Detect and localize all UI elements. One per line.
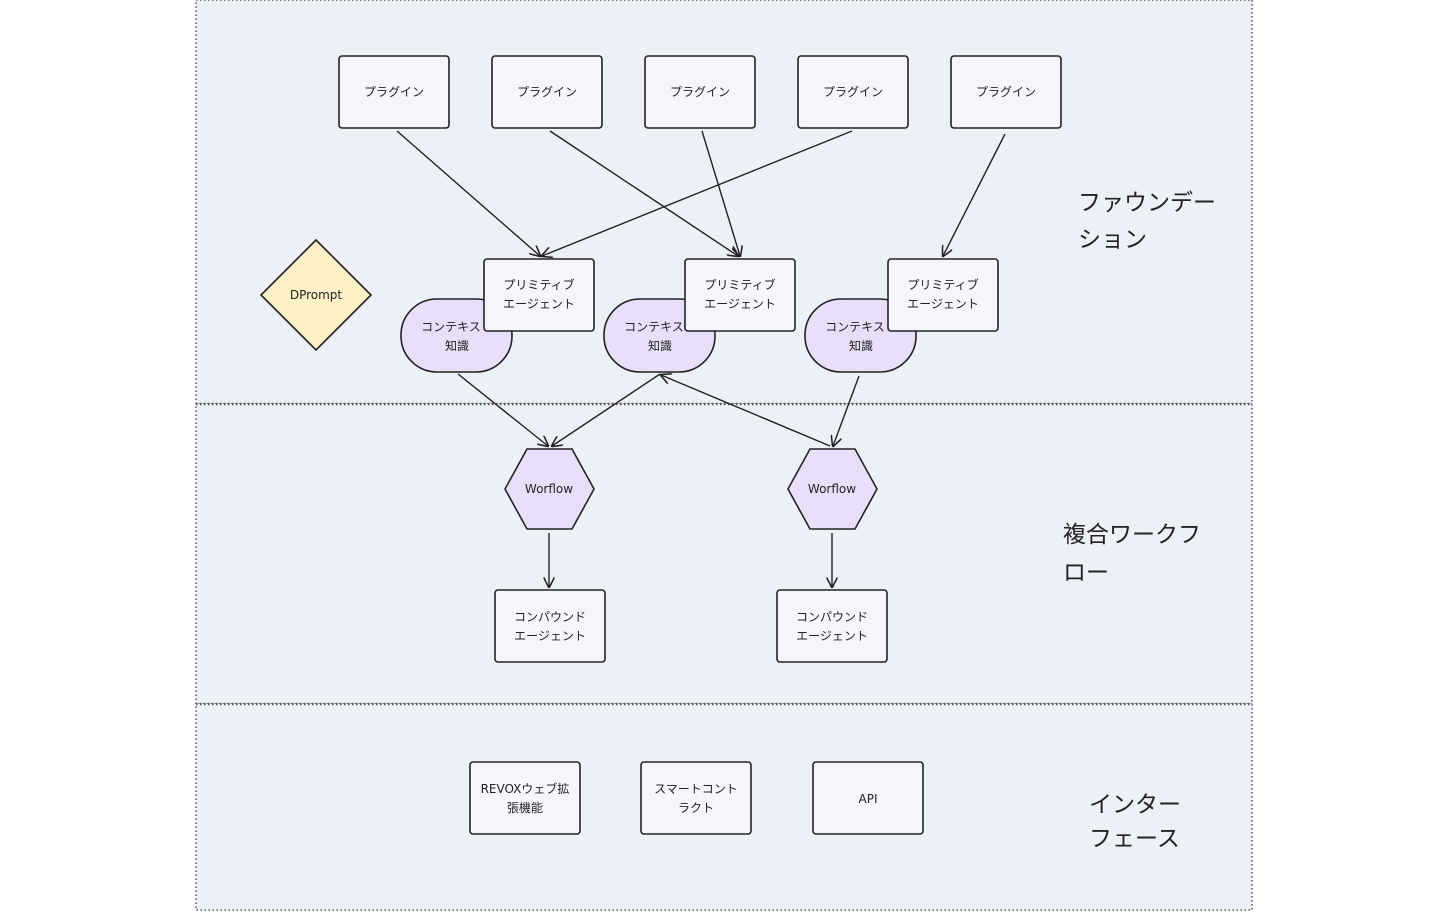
primitive-agent-label-line2: エージェント: [907, 297, 979, 311]
plugin-3: プラグイン: [644, 55, 756, 129]
context-label-line1: コンテキス: [421, 320, 481, 334]
dprompt-shape: [259, 238, 373, 352]
dprompt-diamond: DPrompt: [259, 238, 373, 352]
plugin-box: [797, 55, 909, 129]
plugin-box: [338, 55, 450, 129]
compound-agent-box: [494, 589, 606, 663]
compound-agent-1: コンパウンド エージェント: [494, 589, 606, 663]
dprompt-label: DPrompt: [290, 288, 343, 302]
primitive-agent-1: プリミティブ エージェント: [483, 258, 595, 332]
context-label-line1: コンテキス: [825, 320, 885, 334]
interface-label-line2: 張機能: [507, 800, 543, 815]
edge-context1-workflow1: [457, 373, 548, 446]
compound-agents: コンパウンド エージェント コンパウンド エージェント: [494, 589, 888, 663]
edge-plugin3-primitive2: [701, 130, 740, 256]
interface-box: [812, 761, 924, 835]
interface-label-line2: ラクト: [678, 801, 714, 815]
interface-label: API: [859, 792, 878, 806]
primitive-agent-label-line1: プリミティブ: [704, 277, 775, 292]
interface-box: [640, 761, 752, 835]
workflows: Worflow Worflow: [504, 448, 878, 530]
edge-plugin1-primitive1: [396, 130, 540, 256]
workflow-2: Worflow: [787, 448, 878, 530]
plugin-label: プラグイン: [670, 85, 730, 99]
context-knowledge-nodes: コンテキス 知識 コンテキス 知識 コンテキス 知識: [400, 298, 917, 373]
primitive-agent-2: プリミティブ エージェント: [684, 258, 796, 332]
interface-label-line1: スマートコント: [654, 782, 738, 796]
plugin-box: [950, 55, 1062, 129]
compound-agent-2: コンパウンド エージェント: [776, 589, 888, 663]
primitive-agent-label-line1: プリミティブ: [907, 277, 978, 292]
primitive-agent-label-line2: エージェント: [503, 297, 575, 311]
lane-label-workflow-line1: 複合ワークフ: [1063, 522, 1201, 548]
context-label-line2: 知識: [849, 339, 873, 353]
primitive-agent-label-line2: エージェント: [704, 297, 776, 311]
plugin-label: プラグイン: [517, 85, 577, 99]
lane-label-interface-line1: インター: [1089, 792, 1181, 818]
compound-agent-box: [776, 589, 888, 663]
lane-label-foundation-line2: ション: [1078, 227, 1147, 253]
edge-plugin4-primitive1: [542, 130, 853, 256]
interface-smart-contract: スマートコント ラクト: [640, 761, 752, 835]
compound-agent-label-line2: エージェント: [796, 629, 868, 643]
compound-agent-label-line2: エージェント: [514, 629, 586, 643]
workflow-label: Worflow: [808, 482, 856, 496]
edges: [396, 130, 1006, 587]
workflow-hexagon: [504, 448, 595, 530]
plugin-label: プラグイン: [364, 85, 424, 99]
plugin-5: プラグイン: [950, 55, 1062, 129]
plugin-1: プラグイン: [338, 55, 450, 129]
interface-box: [469, 761, 581, 835]
primitive-agent-box: [684, 258, 796, 332]
lane-workflow: [195, 403, 1253, 705]
plugins: プラグイン プラグイン プラグイン プラグイン プラグイン: [338, 55, 1062, 129]
edge-workflow2-context2: [661, 375, 831, 447]
plugin-4: プラグイン: [797, 55, 909, 129]
context-label-line1: コンテキス: [624, 320, 684, 334]
edge-context3-workflow2: [833, 375, 860, 446]
lane-label-workflow-line2: ロー: [1063, 560, 1109, 586]
edge-context2-workflow1: [552, 373, 661, 446]
plugin-box: [491, 55, 603, 129]
plugin-label: プラグイン: [823, 85, 883, 99]
workflow-1: Worflow: [504, 448, 595, 530]
edge-plugin5-primitive3: [943, 133, 1006, 256]
plugin-2: プラグイン: [491, 55, 603, 129]
primitive-agent-box: [887, 258, 999, 332]
workflow-label: Worflow: [525, 482, 573, 496]
workflow-hexagon: [787, 448, 878, 530]
interfaces: REVOXウェブ拡 張機能 スマートコント ラクト API: [469, 761, 924, 835]
edge-plugin2-primitive2: [549, 130, 738, 256]
lane-labels: ファウンデー ション 複合ワークフ ロー インター フェース: [1063, 190, 1216, 852]
context-label-line2: 知識: [445, 339, 469, 353]
primitive-agents: プリミティブ エージェント プリミティブ エージェント プリミティブ エージェン…: [483, 258, 999, 332]
compound-agent-label-line1: コンパウンド: [514, 610, 586, 624]
plugin-box: [644, 55, 756, 129]
primitive-agent-label-line1: プリミティブ: [503, 277, 574, 292]
lane-label-interface-line2: フェース: [1089, 826, 1180, 852]
compound-agent-label-line1: コンパウンド: [796, 610, 868, 624]
interface-api: API: [812, 761, 924, 835]
primitive-agent-box: [483, 258, 595, 332]
lane-label-foundation-line1: ファウンデー: [1078, 190, 1216, 216]
context-label-line2: 知識: [648, 339, 672, 353]
primitive-agent-3: プリミティブ エージェント: [887, 258, 999, 332]
interface-label-line1: REVOXウェブ拡: [481, 781, 570, 796]
interface-revox-extension: REVOXウェブ拡 張機能: [469, 761, 581, 835]
plugin-label: プラグイン: [976, 85, 1036, 99]
